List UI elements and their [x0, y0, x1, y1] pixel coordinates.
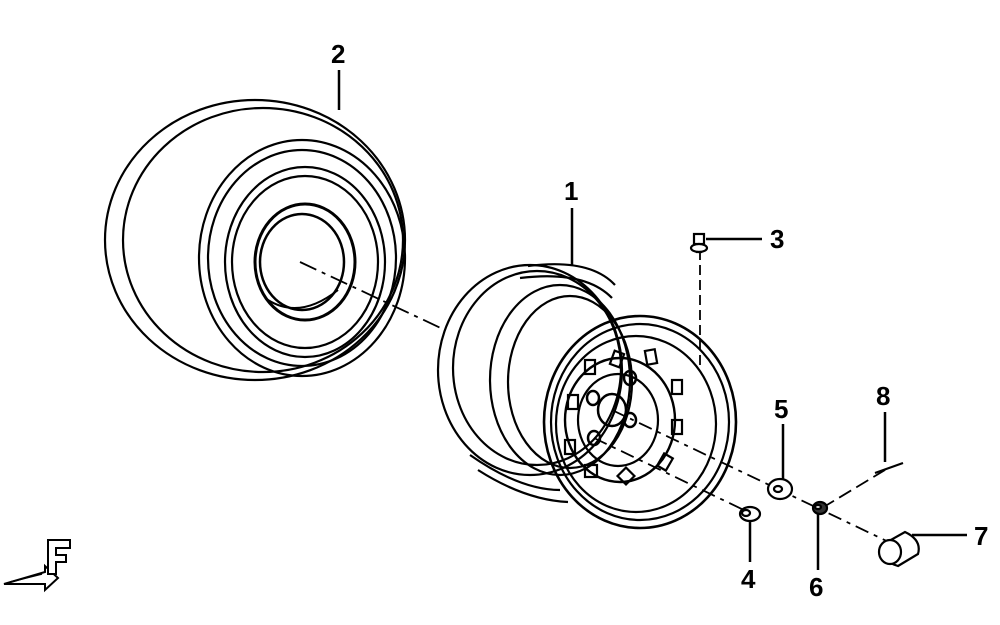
callout-3: 3: [770, 224, 784, 254]
cotter-pin: [874, 461, 904, 475]
front-direction-arrow-icon: F: [3, 539, 71, 593]
callout-5: 5: [774, 394, 788, 424]
callout-2: 2: [331, 39, 345, 69]
castle-nut: [811, 500, 829, 516]
leader-lines: [337, 70, 967, 570]
center-cap: [877, 530, 920, 568]
valve-stem: [689, 232, 709, 254]
lug-nut: [738, 505, 762, 523]
callout-4: 4: [741, 564, 756, 594]
callout-7: 7: [974, 521, 988, 551]
axis-line-tire: [299, 261, 446, 331]
callout-6: 6: [809, 572, 823, 602]
axis-line-hub: [611, 409, 896, 546]
washer: [766, 477, 794, 501]
rim: [436, 263, 738, 530]
callout-1: 1: [564, 176, 578, 206]
tire: [103, 98, 407, 382]
axis-line-cotter: [821, 469, 886, 509]
callout-8: 8: [876, 381, 890, 411]
axis-line-lug: [593, 437, 749, 513]
